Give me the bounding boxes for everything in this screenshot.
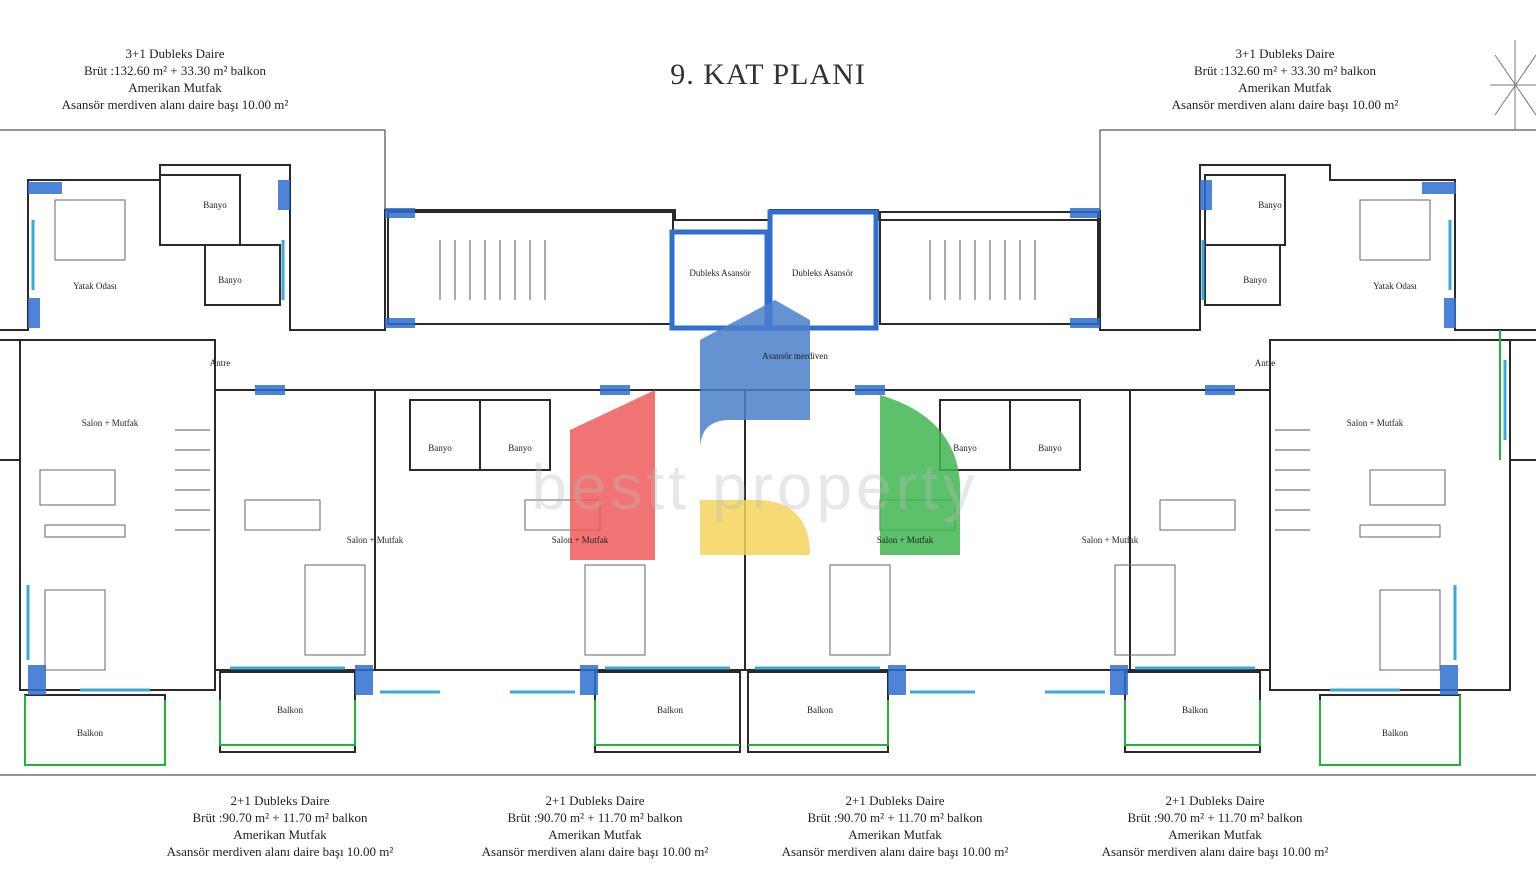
room-label: Banyo	[203, 200, 227, 210]
room-label: Salon + Mutfak	[551, 535, 609, 545]
room-label: Antre	[1254, 358, 1276, 368]
room-label: Salon + Mutfak	[346, 535, 404, 545]
room-label: Salon + Mutfak	[1346, 418, 1404, 428]
unit-info-bottom-4: 2+1 Dubleks Daire Brüt :90.70 m² + 11.70…	[1101, 793, 1329, 859]
unit-info-bottom-3: 2+1 Dubleks Daire Brüt :90.70 m² + 11.70…	[781, 793, 1009, 859]
stair-core-right	[879, 211, 1099, 325]
unit-info-bottom-1: 2+1 Dubleks Daire Brüt :90.70 m² + 11.70…	[166, 793, 394, 859]
room-label: Banyo	[1258, 200, 1282, 210]
room-label: Dubleks Asansör	[791, 268, 854, 278]
room-label: Salon + Mutfak	[1081, 535, 1139, 545]
plan-title: 9. KAT PLANI	[670, 58, 866, 91]
unit-info-bottom-2: 2+1 Dubleks Daire Brüt :90.70 m² + 11.70…	[481, 793, 709, 859]
room-label: Balkon	[77, 728, 103, 738]
unit-info-top-right: 3+1 Dubleks Daire Brüt :132.60 m² + 33.3…	[1171, 46, 1399, 112]
room-label: Balkon	[1182, 705, 1208, 715]
room-label: Antre	[209, 358, 231, 368]
unit-info-top-left: 3+1 Dubleks Daire Brüt :132.60 m² + 33.3…	[61, 46, 289, 112]
room-label: Balkon	[657, 705, 683, 715]
room-label: Balkon	[1382, 728, 1408, 738]
left-unit-lower	[19, 339, 216, 691]
room-label: Banyo	[1243, 275, 1267, 285]
room-label: Yatak Odası	[73, 281, 117, 291]
watermark-logo	[570, 300, 961, 560]
room-label: Balkon	[807, 705, 833, 715]
room-label: Banyo	[508, 443, 532, 453]
duplex-elevator-right	[767, 209, 879, 331]
room-label: Asansör merdiven	[762, 351, 828, 361]
watermark-text: bestt property	[531, 451, 979, 523]
duplex-elevator-left	[669, 229, 770, 331]
room-label: Dubleks Asansör	[689, 268, 751, 278]
lower-outer-wall	[0, 339, 21, 461]
room-label: Yatak Odası	[1373, 281, 1417, 291]
room-label: Banyo	[953, 443, 977, 453]
room-label: Banyo	[428, 443, 452, 453]
room-label: Banyo	[1038, 443, 1062, 453]
right-unit-lower	[1269, 339, 1511, 691]
room-label: Banyo	[218, 275, 242, 285]
room-label: Balkon	[277, 705, 303, 715]
room-label: Salon + Mutfak	[81, 418, 139, 428]
compass-icon	[1490, 40, 1536, 130]
unit-4	[1129, 389, 1271, 671]
room-label: Salon + Mutfak	[876, 535, 934, 545]
